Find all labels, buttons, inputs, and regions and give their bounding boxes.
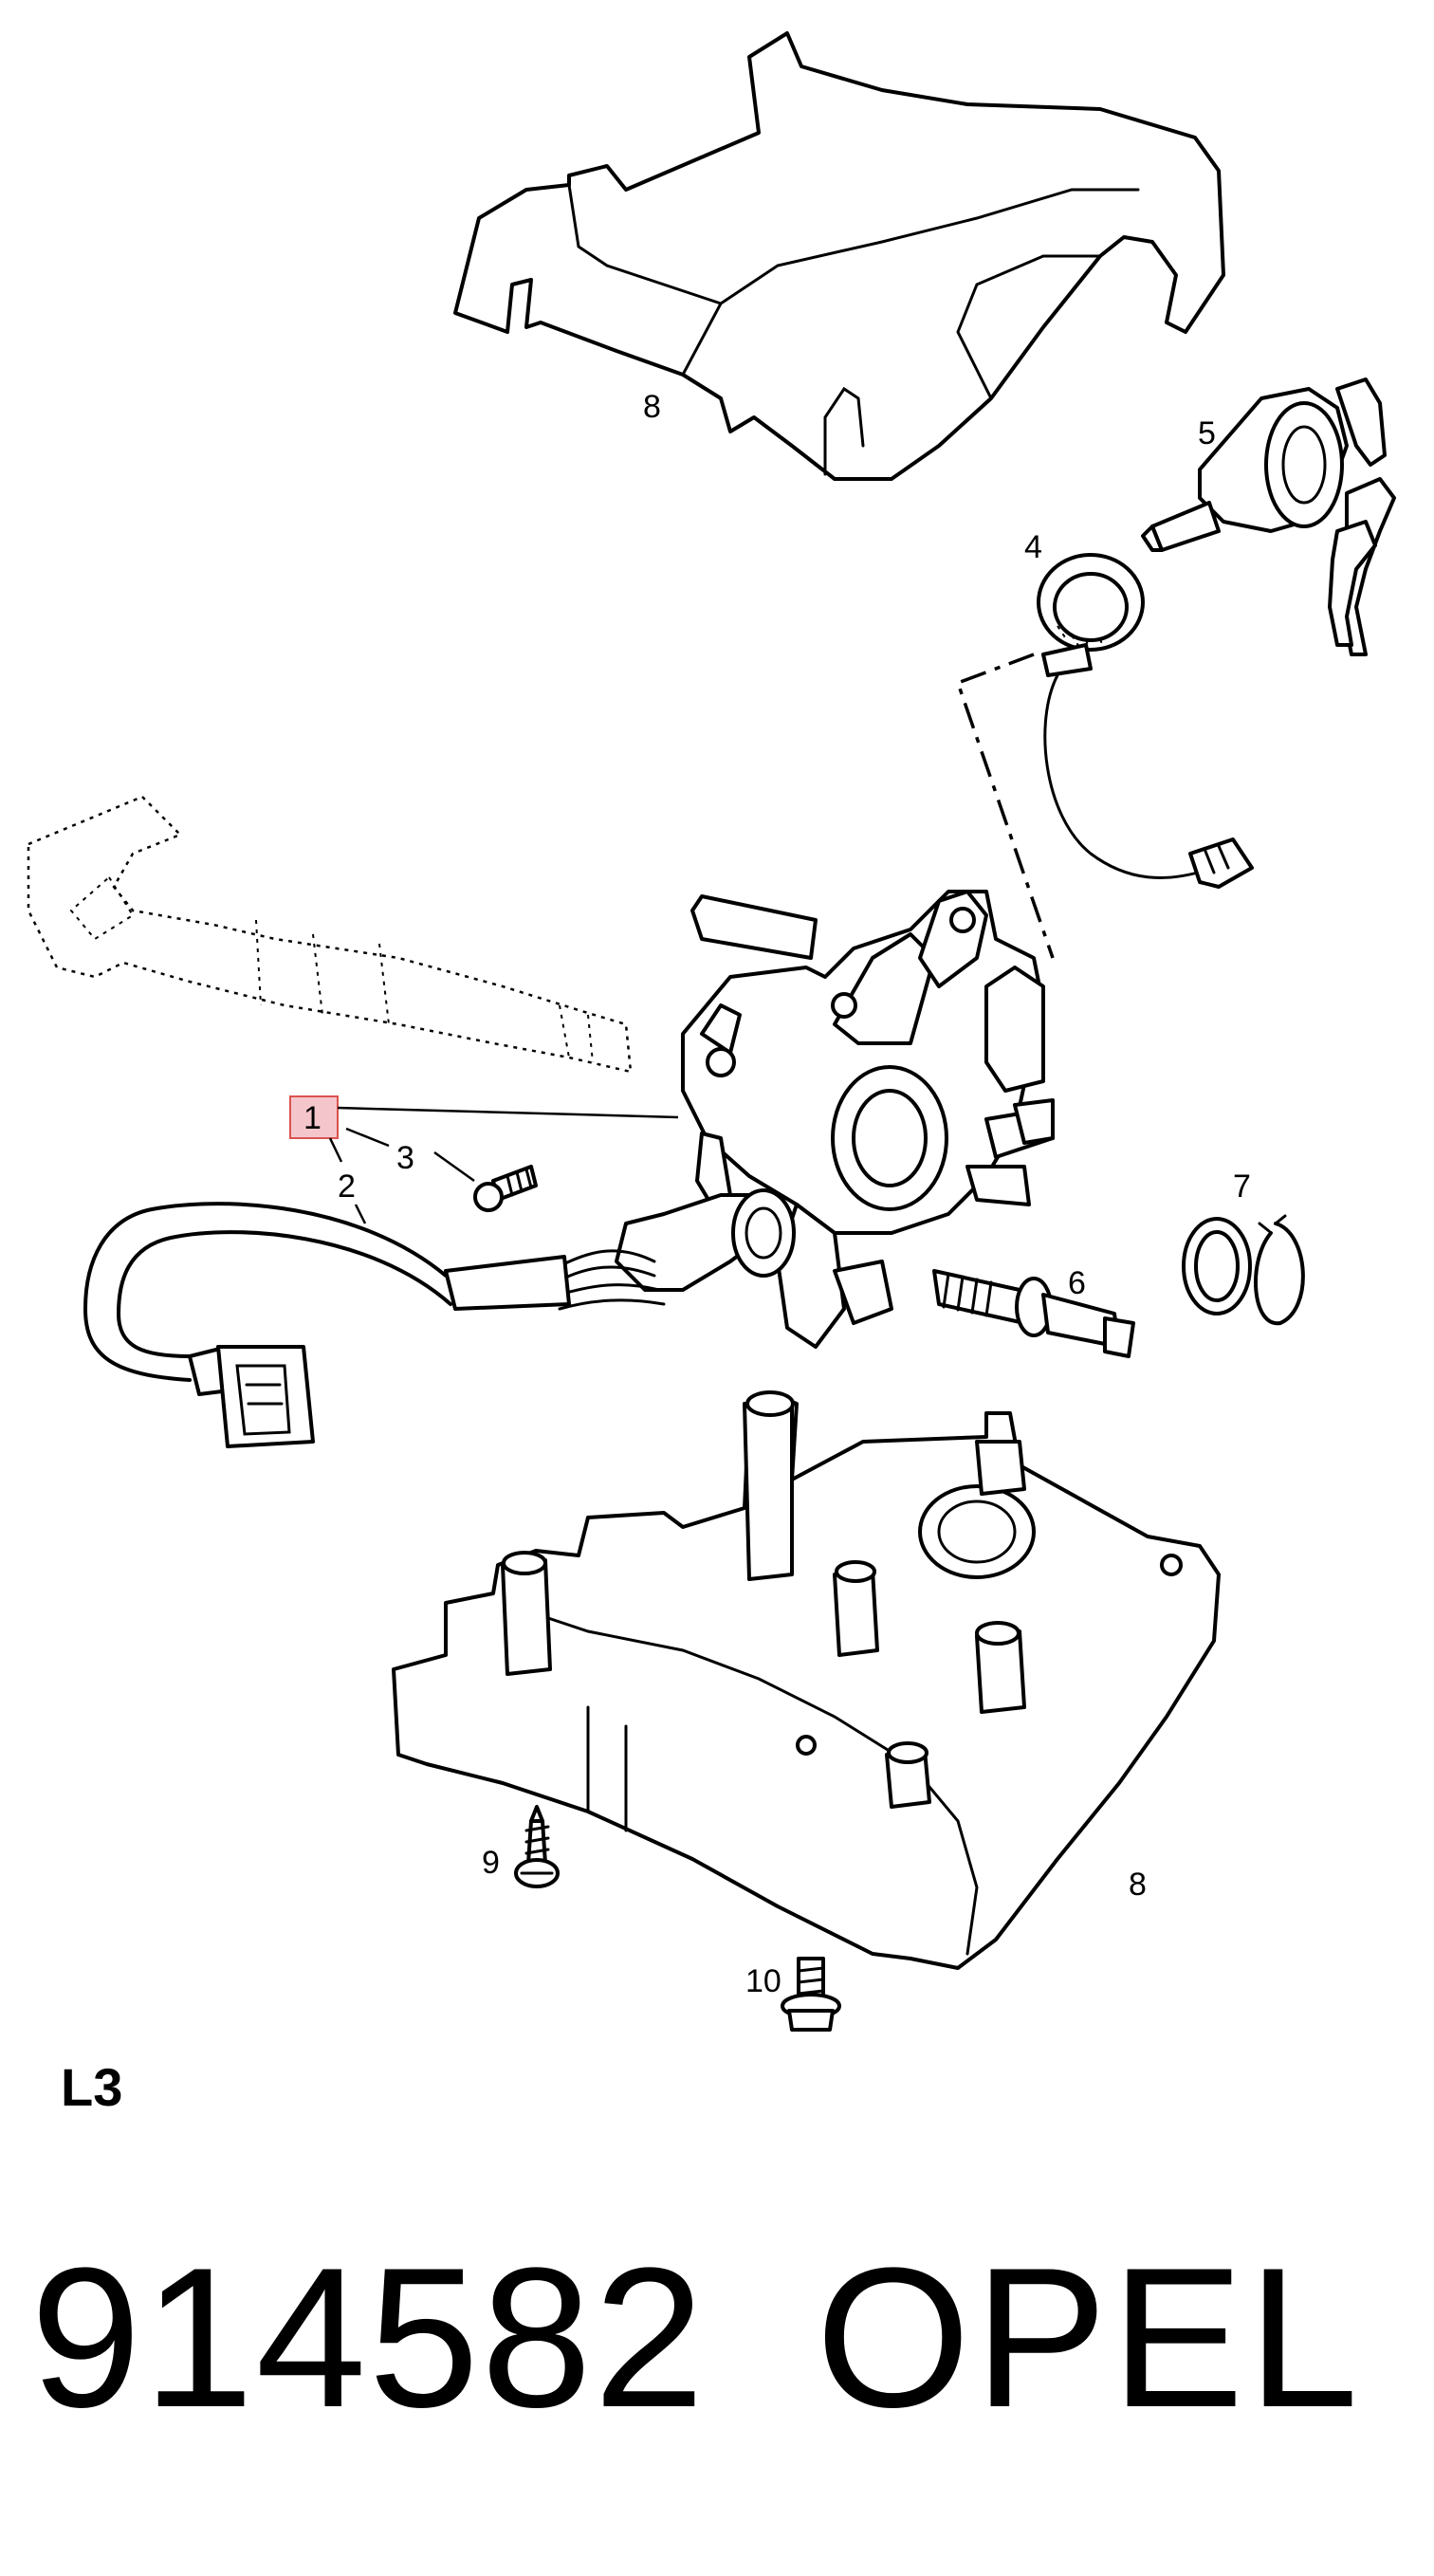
ignition-switch-wiring-part-2 bbox=[83, 1188, 796, 1448]
upper-shroud-part-8 bbox=[453, 31, 1225, 481]
section-label: L3 bbox=[61, 2057, 123, 2117]
leader-1b bbox=[345, 1127, 390, 1148]
leader-1c bbox=[328, 1137, 343, 1163]
bolt-part-10 bbox=[781, 1957, 841, 2032]
callout-3: 3 bbox=[396, 1140, 414, 1176]
lock-housing-part-1 bbox=[681, 890, 1055, 1349]
screw-part-3 bbox=[473, 1165, 538, 1212]
leader-3 bbox=[433, 1150, 475, 1183]
lower-shroud-part-8 bbox=[392, 1390, 1221, 1970]
leader-1 bbox=[337, 1106, 679, 1119]
callout-5: 5 bbox=[1198, 415, 1216, 451]
part-number: 914582 bbox=[30, 2226, 707, 2449]
callout-1: 1 bbox=[303, 1100, 322, 1136]
brand-name: OPEL bbox=[816, 2226, 1363, 2449]
switch-pin-part-6 bbox=[932, 1269, 1135, 1358]
steering-shaft bbox=[27, 795, 633, 1074]
retaining-rings-part-7 bbox=[1182, 1214, 1305, 1326]
self-tapping-screw-part-9 bbox=[514, 1805, 560, 1888]
lock-cylinder-part-5 bbox=[1141, 377, 1396, 656]
callout-4: 4 bbox=[1024, 529, 1042, 565]
callout-8-lower: 8 bbox=[1129, 1867, 1147, 1903]
illumination-ring-part-4 bbox=[1037, 553, 1254, 889]
leader-2 bbox=[354, 1204, 367, 1224]
callout-8-upper: 8 bbox=[643, 389, 661, 425]
callout-10: 10 bbox=[745, 1963, 781, 1999]
callout-7: 7 bbox=[1233, 1168, 1251, 1205]
callout-6: 6 bbox=[1068, 1265, 1086, 1301]
callout-2: 2 bbox=[338, 1168, 356, 1205]
callout-9: 9 bbox=[482, 1845, 500, 1881]
callout-1-highlight bbox=[289, 1095, 339, 1139]
